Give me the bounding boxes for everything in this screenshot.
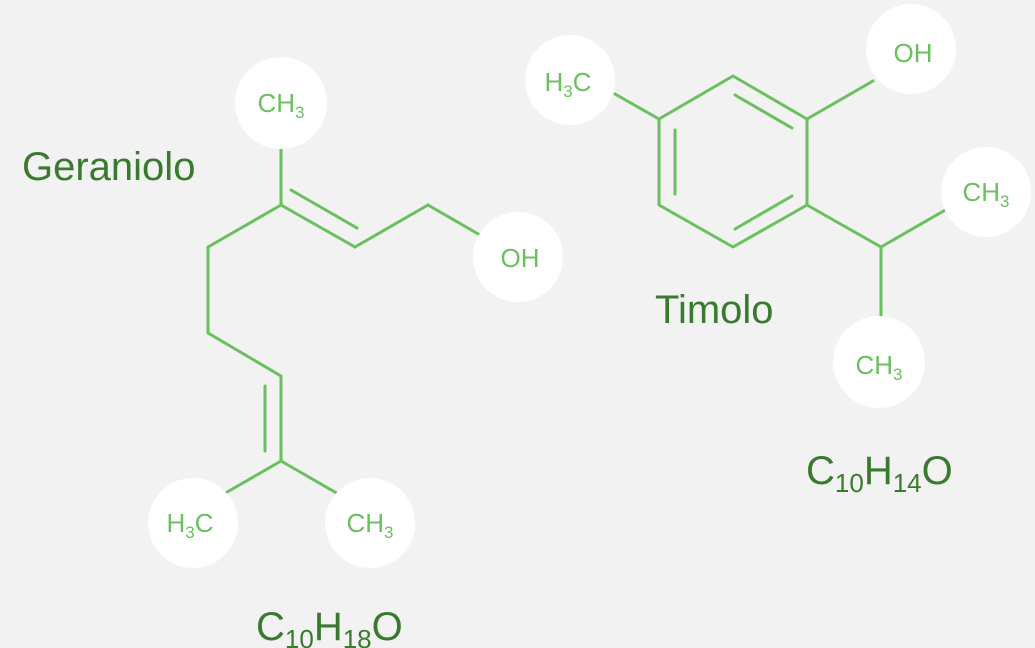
geraniol-right-methyl: CH3 <box>325 478 415 568</box>
thymol-name: Timolo <box>655 288 774 332</box>
thymol-isopropyl-methyl-1: CH3 <box>941 147 1031 237</box>
bond <box>426 203 482 237</box>
bond <box>206 331 283 378</box>
group-subscript: 3 <box>185 523 194 542</box>
thymol-structure: H3C OH CH3 CH3 Timolo C10H14O <box>525 4 1031 498</box>
geraniol-name: Geraniolo <box>22 145 195 189</box>
group-label-tail: C <box>573 67 592 97</box>
thymol-formula: C10H14O <box>806 449 953 498</box>
svg-text:CH3: CH3 <box>346 508 393 542</box>
group-label-tail: C <box>195 508 214 538</box>
bond <box>206 203 283 249</box>
svg-text:CH3: CH3 <box>855 350 902 384</box>
group-subscript: 3 <box>563 82 572 101</box>
group-label: CH <box>962 177 1000 207</box>
geraniol-bonds <box>206 142 482 497</box>
thymol-isopropyl-methyl-2: CH3 <box>833 316 925 408</box>
svg-text:H3C: H3C <box>166 508 213 542</box>
double-bond-line <box>289 188 359 230</box>
bond <box>613 92 661 121</box>
svg-text:OH: OH <box>894 38 933 68</box>
svg-text:CH3: CH3 <box>962 177 1009 211</box>
group-label: H <box>166 508 185 538</box>
group-label: CH <box>257 88 295 118</box>
group-label: OH <box>501 243 540 273</box>
group-subscript: 3 <box>1000 192 1009 211</box>
geraniol-formula: C10H18O <box>256 605 403 648</box>
thymol-bonds <box>613 74 949 320</box>
bond <box>279 459 342 497</box>
group-subscript: 3 <box>384 523 393 542</box>
bond <box>279 203 357 249</box>
aromatic-inner-line <box>733 93 794 130</box>
bond <box>879 207 949 249</box>
geraniol-structure: CH3 OH H3C CH3 Geraniolo C10H18O <box>22 57 563 648</box>
group-label: CH <box>855 350 893 380</box>
thymol-ring-methyl: H3C <box>525 35 615 125</box>
svg-text:H3C: H3C <box>544 67 591 101</box>
group-label: CH <box>346 508 384 538</box>
bond <box>805 203 883 249</box>
bond <box>353 203 430 249</box>
svg-text:OH: OH <box>501 243 540 273</box>
group-subscript: 3 <box>893 365 902 384</box>
group-label: OH <box>894 38 933 68</box>
group-label: H <box>544 67 563 97</box>
aromatic-inner-line <box>733 194 794 231</box>
bond <box>805 79 875 121</box>
geraniol-hydroxyl: OH <box>473 212 563 302</box>
geraniol-top-methyl: CH3 <box>235 57 327 149</box>
svg-text:CH3: CH3 <box>257 88 304 122</box>
benzene-ring <box>657 74 809 249</box>
thymol-hydroxyl: OH <box>866 4 956 94</box>
group-subscript: 3 <box>295 103 304 122</box>
bond <box>220 459 283 497</box>
geraniol-left-methyl: H3C <box>148 478 238 568</box>
